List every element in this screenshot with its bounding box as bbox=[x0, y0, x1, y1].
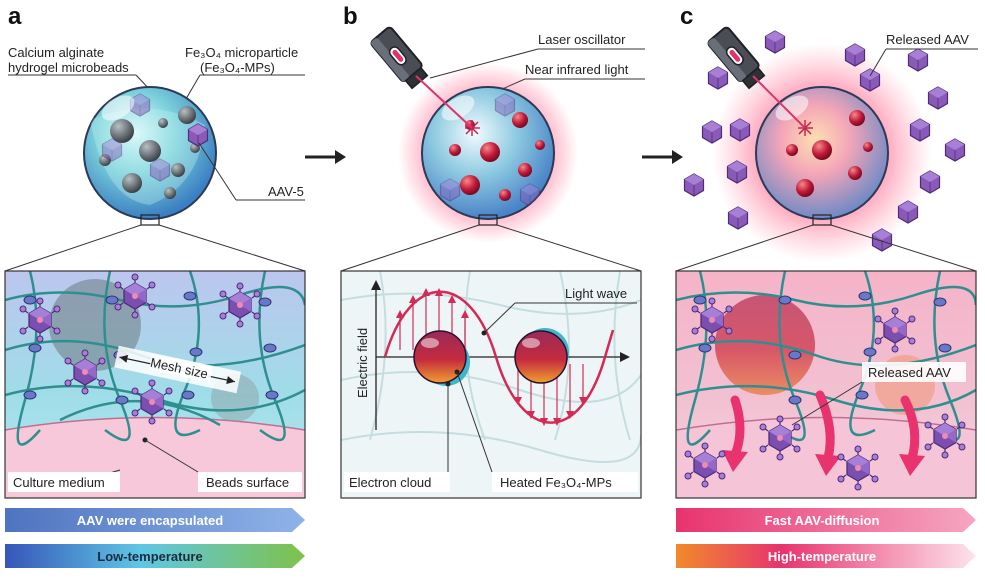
panel-letter-c: c bbox=[680, 3, 693, 30]
banner-fast-aav-diffusion-text: Fast AAV-diffusion bbox=[765, 513, 880, 528]
zoom-region-c bbox=[812, 214, 832, 226]
diffusion-arrows bbox=[730, 390, 920, 463]
fe3o4-particles-gray bbox=[99, 106, 200, 199]
label-fe-line2: (Fe₃O₄-MPs) bbox=[200, 60, 275, 75]
banner-high-temperature: High-temperature bbox=[676, 544, 976, 568]
label-aav5: AAV-5 bbox=[268, 184, 304, 199]
zoom-box-c: Released AAV bbox=[675, 270, 977, 499]
zoom-region-a bbox=[140, 214, 160, 226]
label-fe-line1: Fe₃O₄ microparticle bbox=[185, 45, 298, 60]
label-electric-field: Electric field bbox=[355, 328, 370, 398]
label-electron-cloud: Electron cloud bbox=[349, 475, 431, 490]
aav-in-bead bbox=[187, 123, 209, 147]
arrow-a-to-b bbox=[305, 150, 346, 164]
label-beads-surface: Beads surface bbox=[206, 475, 289, 490]
banner-low-temperature: Low-temperature bbox=[5, 544, 305, 568]
near-infrared-beam-c bbox=[752, 75, 806, 129]
label-laser-oscillator: Laser oscillator bbox=[538, 32, 626, 47]
panel-c: c bbox=[675, 3, 978, 568]
arrow-b-to-c bbox=[642, 150, 683, 164]
label-released-aav-zoom: Released AAV bbox=[868, 365, 951, 380]
bead-a bbox=[83, 86, 217, 226]
banner-high-temperature-text: High-temperature bbox=[768, 549, 876, 564]
heated-particle-2 bbox=[514, 330, 568, 384]
panel-letter-b: b bbox=[343, 3, 358, 30]
banner-aav-encapsulated-text: AAV were encapsulated bbox=[77, 513, 223, 528]
bead-b bbox=[421, 86, 555, 226]
light-wave bbox=[383, 290, 615, 424]
zoom-region-b bbox=[478, 214, 498, 226]
zoom-box-b: Electric field bbox=[340, 270, 642, 499]
banner-aav-encapsulated: AAV were encapsulated bbox=[5, 508, 305, 532]
panel-letter-a: a bbox=[8, 3, 22, 30]
banner-low-temperature-text: Low-temperature bbox=[97, 549, 202, 564]
panel-a: a Calcium alginate hydrogel microbeads F… bbox=[4, 3, 306, 568]
label-culture-medium: Culture medium bbox=[13, 475, 105, 490]
label-near-infrared: Near infrared light bbox=[525, 62, 629, 77]
bead-c bbox=[755, 86, 889, 226]
label-alginate-line1: Calcium alginate bbox=[8, 45, 104, 60]
leader-aav5 bbox=[198, 142, 237, 201]
label-alginate-line2: hydrogel microbeads bbox=[8, 60, 129, 75]
label-light-wave: Light wave bbox=[565, 286, 627, 301]
panel-b: b Laser oscillator Near infrared light bbox=[340, 3, 645, 499]
label-released-aav-top: Released AAV bbox=[886, 32, 969, 47]
banner-fast-aav-diffusion: Fast AAV-diffusion bbox=[676, 508, 976, 532]
label-heated-fe3o4: Heated Fe₃O₄-MPs bbox=[500, 475, 612, 490]
near-infrared-beam bbox=[415, 75, 473, 129]
zoom-box-a: Mesh size Culture medium Beads surface bbox=[4, 270, 306, 499]
